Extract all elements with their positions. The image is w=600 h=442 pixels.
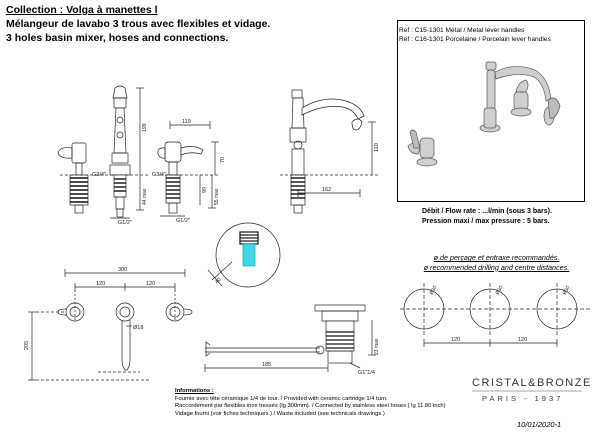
drilling-note: ø de perçage et entraxe recommandés. ø r… — [409, 253, 584, 272]
flow-rate-info: Débit / Flow rate : ...l/min (sous 3 bar… — [422, 207, 552, 226]
front-view-spout — [57, 142, 150, 214]
plan-view — [28, 269, 193, 381]
dim-120-right: 120 — [146, 281, 155, 287]
information-hoses: Raccordement par flexibles inox tressés … — [175, 403, 446, 409]
drilling-note-fr: ø de perçage et entraxe recommandés. — [433, 253, 560, 262]
cartridge-zoom — [207, 222, 281, 288]
drill-o30-2: Ø30 — [495, 285, 505, 296]
drilling-circles — [400, 283, 590, 347]
dim-g114: G1"1/4 — [358, 370, 375, 376]
reference-metal: Ref : C15-1301 Métal / Metal lever handl… — [399, 27, 525, 34]
dim-g34-left: G3/4" — [92, 172, 106, 178]
flow-rate: Débit / Flow rate : ...l/min (sous 3 bar… — [422, 208, 552, 215]
dim-99: 99 — [202, 187, 208, 193]
dim-55-max: 55 max — [214, 188, 220, 205]
dim-205: 205 — [24, 341, 30, 350]
drill-o30-1: Ø30 — [429, 285, 439, 296]
dim-199: 199 — [142, 123, 148, 132]
spout-profile — [280, 89, 380, 214]
collection-title: Collection : Volga à manettes l — [6, 4, 158, 16]
reference-porcelain: Ref : C16-1301 Porcelaine / Porcelain le… — [399, 36, 551, 43]
document-date: 10/01/2020-1 — [517, 420, 562, 429]
page-title: Collection : Volga à manettes l Mélangeu… — [6, 3, 270, 45]
front-view-center-spout — [109, 85, 144, 219]
dim-119: 119 — [182, 119, 191, 125]
dim-44-max: 44 max — [142, 188, 148, 205]
information-cartridge: Fournie avec tête céramique 1/4 de tour.… — [175, 395, 388, 402]
side-view-handle — [157, 121, 220, 217]
dim-300: 300 — [118, 267, 127, 273]
information-block: Informations : Fournie avec tête céramiq… — [175, 388, 446, 418]
information-waste: Vidage fourni (voir fiches techniques.) … — [175, 410, 385, 417]
drill-120-right: 120 — [518, 337, 527, 343]
title-french: Mélangeur de lavabo 3 trous avec flexibl… — [6, 18, 271, 30]
dim-g12-left: G1/2" — [118, 220, 132, 226]
dim-185: 185 — [262, 362, 271, 368]
dim-162: 162 — [322, 187, 331, 193]
product-render-box — [397, 20, 585, 202]
dim-g12-right: G1/2" — [176, 218, 190, 224]
dim-70: 70 — [220, 157, 226, 163]
information-heading: Informations : — [175, 388, 214, 394]
dim-120-left: 120 — [96, 281, 105, 287]
dim-23-max: 23 max — [374, 338, 380, 355]
title-english: 3 holes basin mixer, hoses and connectio… — [6, 32, 229, 44]
brand-city: PARIS - 1937 — [482, 394, 564, 403]
dim-o18: Ø18 — [133, 325, 143, 331]
waste-drain — [204, 304, 376, 372]
product-render — [407, 61, 561, 167]
drilling-note-en: ø recommended drilling and centre distan… — [423, 262, 570, 272]
max-pressure: Pression maxi / max pressure : 5 bars. — [422, 217, 550, 225]
dim-g34-right: G3/4" — [152, 172, 166, 178]
dim-40: 40 — [214, 277, 223, 286]
brand-name: CRISTAL&BRONZE — [472, 377, 592, 389]
drill-o30-3: Ø30 — [562, 285, 572, 296]
dim-110: 110 — [374, 143, 380, 152]
drill-120-left: 120 — [451, 337, 460, 343]
